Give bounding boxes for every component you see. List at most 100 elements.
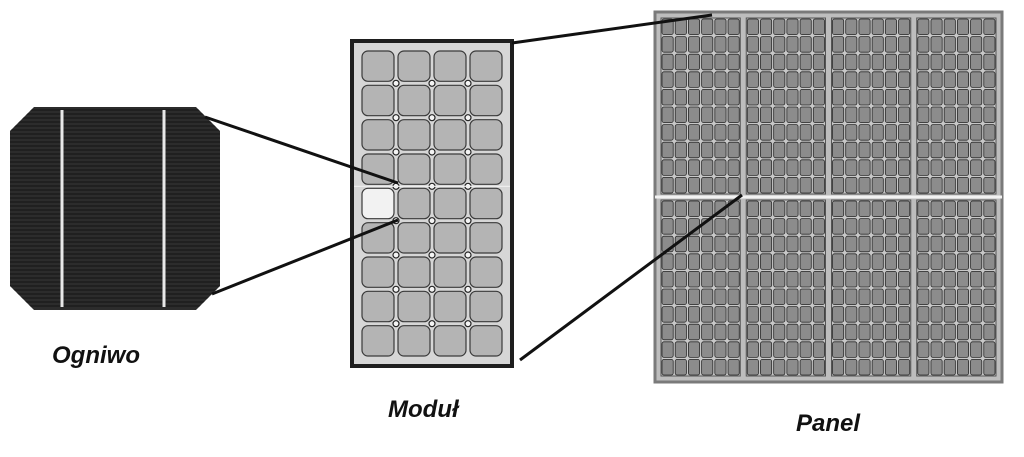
zoom-connector-lines bbox=[204, 13, 743, 362]
panel-cell bbox=[970, 53, 983, 71]
panel-cell bbox=[943, 341, 956, 358]
panel-cell bbox=[760, 18, 773, 36]
panel-cell bbox=[714, 218, 727, 235]
panel-cell bbox=[746, 358, 759, 376]
panel-cell bbox=[930, 288, 943, 306]
panel-cell bbox=[727, 124, 740, 141]
panel-cell bbox=[871, 159, 884, 176]
panel-cell bbox=[746, 235, 759, 253]
panel-module bbox=[745, 199, 826, 377]
panel-cell bbox=[832, 288, 845, 306]
panel-cell bbox=[884, 18, 897, 36]
panel-cell bbox=[871, 358, 884, 376]
panel-cell bbox=[714, 36, 727, 53]
panel-cell bbox=[688, 341, 701, 358]
panel-cell bbox=[799, 89, 812, 106]
module-cell bbox=[433, 119, 467, 151]
panel-cell bbox=[799, 288, 812, 306]
panel-cell bbox=[661, 288, 674, 306]
panel-cell bbox=[746, 341, 759, 358]
panel-cell bbox=[970, 89, 983, 106]
panel-cell bbox=[799, 270, 812, 288]
panel-cell bbox=[661, 253, 674, 270]
panel-cell bbox=[714, 253, 727, 270]
panel-cell bbox=[898, 71, 911, 88]
panel-cell bbox=[661, 141, 674, 159]
panel-module bbox=[831, 199, 912, 377]
panel-cell bbox=[956, 235, 969, 253]
panel-cell bbox=[858, 71, 871, 88]
panel-cell bbox=[898, 306, 911, 323]
panel-cell bbox=[832, 306, 845, 323]
panel-cell bbox=[845, 253, 858, 270]
panel-cell bbox=[871, 341, 884, 358]
panel-cell bbox=[845, 36, 858, 53]
panel-cell bbox=[956, 106, 969, 124]
panel-cell bbox=[832, 270, 845, 288]
panel-cell bbox=[956, 358, 969, 376]
panel-cell bbox=[773, 36, 786, 53]
panel-cell bbox=[943, 235, 956, 253]
panel-cell bbox=[799, 218, 812, 235]
panel-cell bbox=[746, 141, 759, 159]
panel-cell bbox=[674, 141, 687, 159]
panel-cell bbox=[746, 106, 759, 124]
module-cell bbox=[433, 222, 467, 254]
panel-cell bbox=[714, 323, 727, 341]
module-cell bbox=[469, 187, 503, 220]
panel-cell bbox=[983, 341, 996, 358]
panel-cell bbox=[786, 323, 799, 341]
panel-cell bbox=[898, 36, 911, 53]
panel-cell bbox=[884, 36, 897, 53]
panel-cell bbox=[674, 36, 687, 53]
panel-cell bbox=[727, 235, 740, 253]
module-cell bbox=[361, 50, 395, 82]
panel-cell bbox=[674, 306, 687, 323]
panel-cell bbox=[812, 106, 825, 124]
panel-cell bbox=[746, 159, 759, 176]
panel-cell bbox=[930, 200, 943, 218]
panel-cell bbox=[832, 53, 845, 71]
panel-cell bbox=[688, 141, 701, 159]
panel-cell bbox=[956, 53, 969, 71]
panel-cell bbox=[970, 323, 983, 341]
panel-cell bbox=[884, 71, 897, 88]
panel-cell bbox=[930, 176, 943, 194]
panel-cell bbox=[983, 36, 996, 53]
panel-cell bbox=[943, 53, 956, 71]
panel-cell bbox=[884, 176, 897, 194]
panel-cell bbox=[943, 18, 956, 36]
panel-cell bbox=[943, 218, 956, 235]
panel-cell bbox=[832, 18, 845, 36]
module-cell-joint bbox=[392, 285, 400, 293]
panel-cell bbox=[674, 89, 687, 106]
panel-cell bbox=[727, 89, 740, 106]
panel-cell bbox=[983, 200, 996, 218]
panel-cell bbox=[970, 124, 983, 141]
panel-cell bbox=[661, 270, 674, 288]
panel-cell bbox=[812, 124, 825, 141]
panel-cell bbox=[956, 159, 969, 176]
panel-cell bbox=[884, 253, 897, 270]
panel-cell bbox=[930, 270, 943, 288]
panel-cell bbox=[661, 323, 674, 341]
panel-cell bbox=[799, 18, 812, 36]
panel-cell bbox=[858, 106, 871, 124]
panel-cell bbox=[917, 36, 930, 53]
panel-cell bbox=[983, 159, 996, 176]
panel-cell bbox=[970, 18, 983, 36]
panel-cell bbox=[786, 176, 799, 194]
panel-cell bbox=[898, 106, 911, 124]
panel-cell bbox=[714, 306, 727, 323]
panel-cell bbox=[858, 89, 871, 106]
panel-cell bbox=[956, 270, 969, 288]
panel-cell bbox=[746, 218, 759, 235]
panel-cell bbox=[884, 323, 897, 341]
panel-module bbox=[916, 199, 997, 377]
module-cell bbox=[469, 222, 503, 254]
panel-cell bbox=[983, 270, 996, 288]
panel-cell bbox=[746, 253, 759, 270]
panel-cell bbox=[714, 18, 727, 36]
panel-cell bbox=[898, 89, 911, 106]
module-cell-joint bbox=[464, 79, 472, 87]
